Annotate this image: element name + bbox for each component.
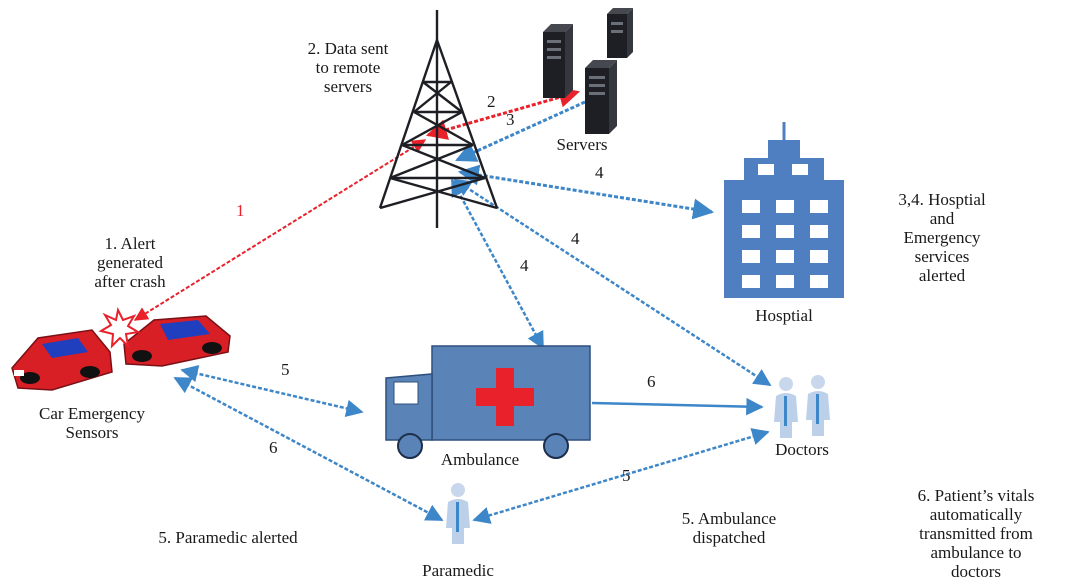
label-hospital: Hosptial bbox=[755, 306, 813, 325]
hospital-icon bbox=[724, 122, 844, 298]
server-1 bbox=[543, 24, 573, 98]
link-6-ambulance-doctors bbox=[591, 397, 764, 416]
car-icon bbox=[11, 315, 231, 391]
link-6-car-paramedic bbox=[173, 376, 444, 522]
link-2-tower-to-servers bbox=[425, 87, 581, 140]
doctor-1 bbox=[774, 377, 798, 438]
crash-burst-icon bbox=[98, 306, 141, 349]
link-label-4-hospital: 4 bbox=[595, 163, 604, 182]
doctor-2 bbox=[806, 375, 830, 436]
server-2 bbox=[607, 8, 633, 58]
links bbox=[133, 87, 772, 524]
paramedic-icon bbox=[446, 483, 470, 544]
link-label-4-ambulance: 4 bbox=[520, 256, 529, 275]
link-4-tower-hospital bbox=[457, 164, 715, 220]
link-label-3: 3 bbox=[506, 110, 515, 129]
link-label-5-car-ambulance: 5 bbox=[281, 360, 290, 379]
label-ambulance: Ambulance bbox=[440, 450, 520, 469]
link-5-doctors-paramedic bbox=[472, 428, 770, 524]
link-1-car-to-tower bbox=[133, 139, 427, 321]
label-doctors: Doctors bbox=[775, 440, 829, 459]
link-label-5-doctors-paramedic: 5 bbox=[622, 466, 631, 485]
link-4-tower-ambulance bbox=[450, 178, 545, 350]
link-label-4-doctors: 4 bbox=[571, 229, 580, 248]
tower-icon bbox=[378, 10, 499, 228]
link-label-1: 1 bbox=[236, 201, 245, 220]
doctor-icon bbox=[774, 375, 830, 438]
link-label-6-car-paramedic: 6 bbox=[269, 438, 278, 457]
car-left bbox=[11, 329, 113, 391]
label-paramedic: Paramedic bbox=[422, 561, 494, 580]
ambulance-icon bbox=[385, 345, 591, 459]
server-3 bbox=[585, 60, 617, 134]
link-label-6-ambulance-doctors: 6 bbox=[647, 372, 656, 391]
label-servers: Servers bbox=[556, 135, 608, 154]
link-label-2: 2 bbox=[487, 92, 496, 111]
link-3-servers-to-tower bbox=[455, 100, 586, 162]
label-paramedic-alerted: 5. Paramedic alerted bbox=[158, 528, 298, 547]
server-icon bbox=[543, 8, 633, 134]
link-5-car-ambulance bbox=[180, 365, 364, 417]
car-right bbox=[123, 315, 231, 367]
